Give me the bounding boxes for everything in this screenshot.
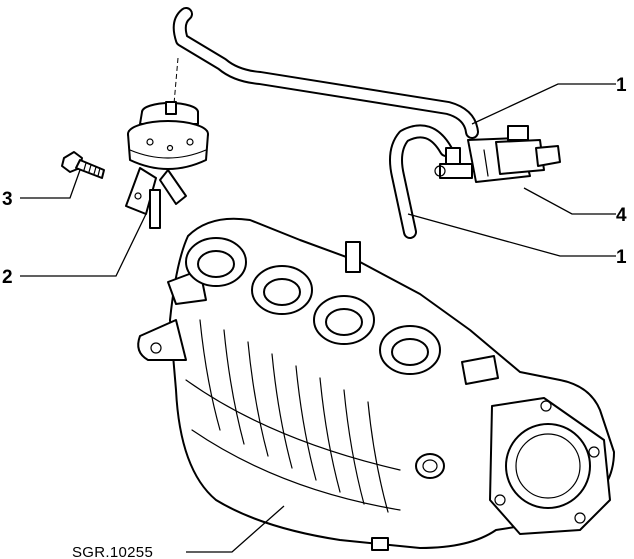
hose-lower <box>389 124 453 239</box>
callout-solenoid-valve: 4 <box>616 205 627 226</box>
runner-port-4 <box>379 325 441 375</box>
leader-hose-lower <box>407 213 616 257</box>
leader-screw <box>20 169 81 199</box>
runner-port-3 <box>313 295 375 345</box>
vacuum-actuator <box>127 101 209 170</box>
hose-upper <box>172 7 479 139</box>
throttle-flange <box>489 397 611 535</box>
callout-hose-upper: 1 <box>616 75 627 96</box>
screw <box>61 151 105 179</box>
solenoid-valve <box>434 125 561 183</box>
leader-bracket <box>20 213 147 277</box>
runner-port-2 <box>251 265 313 315</box>
leader-solenoid <box>523 187 616 215</box>
callout-hose-lower: 1 <box>616 247 627 268</box>
leader-lines <box>20 83 616 553</box>
callout-bracket: 2 <box>2 267 13 288</box>
assembly-line <box>173 57 179 105</box>
reference-code: SGR.10255 <box>72 544 153 559</box>
leader-reference <box>186 505 285 553</box>
callout-screw: 3 <box>2 189 13 210</box>
runner-port-1 <box>185 237 247 287</box>
leader-hose-upper <box>471 83 616 125</box>
intake-manifold <box>137 217 615 551</box>
bracket <box>125 167 187 229</box>
